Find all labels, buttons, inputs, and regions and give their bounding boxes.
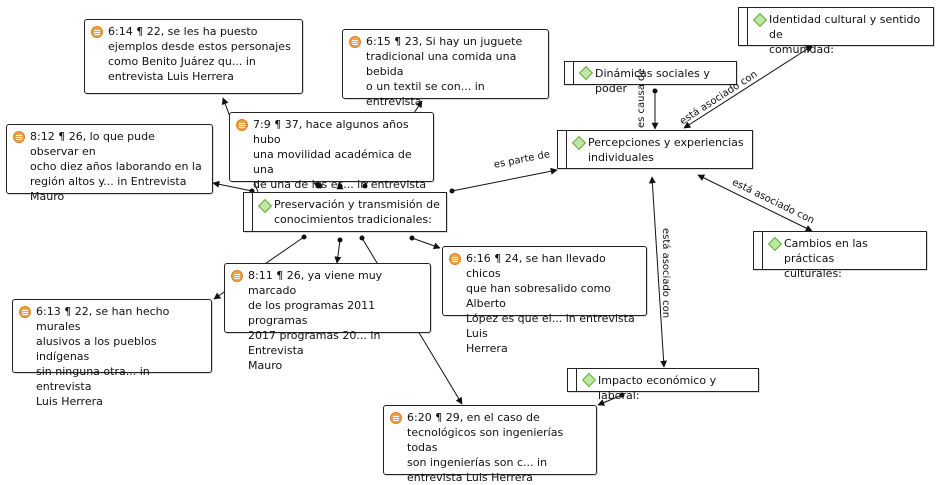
code-node-percepciones[interactable]: Percepciones y experiencias individuales — [557, 130, 753, 169]
link-dot — [449, 188, 455, 194]
code-bar — [762, 232, 763, 269]
code-node-impacto[interactable]: Impacto económico y laboral: — [567, 368, 759, 402]
code-bar — [566, 131, 567, 168]
quote-text: 8:11 ¶ 26, ya viene muy marcado de los p… — [248, 269, 383, 372]
link-preservacion-811 — [334, 239, 342, 264]
code-label: Percepciones y experiencias individuales — [588, 136, 744, 164]
code-bar — [576, 369, 577, 391]
code-label: Cambios en las prácticas culturales: — [784, 237, 868, 280]
link-preservacion-812 — [212, 180, 253, 192]
code-diamond-icon — [571, 135, 587, 151]
edge-label-es-causa-de: es causa de — [636, 68, 647, 128]
quote-node-620[interactable]: 6:20 ¶ 29, en el caso de tecnológicos so… — [383, 405, 597, 484]
link-dot — [362, 183, 368, 189]
code-bar — [747, 8, 748, 45]
quote-text: 6:13 ¶ 22, se han hecho murales alusivos… — [36, 305, 170, 408]
link-dot — [619, 392, 625, 398]
quote-text: 6:20 ¶ 29, en el caso de tecnológicos so… — [407, 411, 564, 484]
code-label: Identidad cultural y sentido de comunida… — [769, 13, 921, 56]
quotation-icon — [349, 36, 361, 48]
code-node-cambios[interactable]: Cambios en las prácticas culturales: — [753, 231, 927, 280]
code-label: Dinámicas sociales y poder — [595, 67, 710, 95]
code-diamond-icon — [767, 236, 783, 252]
code-diamond-icon — [752, 12, 768, 28]
link-dot — [409, 235, 415, 241]
quotation-icon — [236, 119, 248, 131]
quote-text: 6:14 ¶ 22, se les ha puesto ejemplos des… — [108, 25, 291, 83]
link-dot — [652, 88, 658, 94]
quotation-icon — [449, 253, 461, 265]
code-bar — [573, 62, 574, 84]
code-diamond-icon — [578, 65, 594, 81]
link-impacto-620 — [597, 394, 623, 406]
quote-node-613[interactable]: 6:13 ¶ 22, se han hecho murales alusivos… — [12, 299, 212, 408]
link-dot — [301, 234, 307, 240]
code-node-dinamicas[interactable]: Dinámicas sociales y poder — [564, 61, 737, 95]
quote-node-615[interactable]: 6:15 ¶ 23, Si hay un juguete tradicional… — [342, 29, 549, 123]
network-canvas — [212, 45, 813, 406]
quote-node-811[interactable]: 8:11 ¶ 26, ya viene muy marcado de los p… — [224, 263, 431, 372]
link-dot — [337, 237, 343, 243]
code-node-preservacion[interactable]: Preservación y transmisión de conocimien… — [243, 192, 447, 232]
quotation-icon — [91, 26, 103, 38]
code-diamond-icon — [581, 372, 597, 388]
quote-node-79[interactable]: 7:9 ¶ 37, hace algunos años hubo una mov… — [229, 112, 434, 206]
quote-text: 6:16 ¶ 24, se han llevado chicos que han… — [466, 252, 635, 355]
code-label: Impacto económico y laboral: — [598, 374, 717, 402]
code-node-identidad[interactable]: Identidad cultural y sentido de comunida… — [738, 7, 934, 56]
link-percepciones-identidad — [683, 45, 813, 129]
code-diamond-icon — [257, 198, 273, 214]
link-preservacion-616 — [411, 237, 441, 250]
code-bar — [252, 193, 253, 231]
quote-node-812[interactable]: 8:12 ¶ 26, lo que pude observar en ocho … — [6, 124, 213, 203]
link-dot — [337, 183, 343, 189]
quotation-icon — [13, 131, 25, 143]
edge-label-asociado-impacto: está asociado con — [660, 228, 671, 319]
quotation-icon — [390, 412, 402, 424]
link-dot — [359, 235, 365, 241]
link-preservacion-percepciones — [451, 167, 558, 192]
quote-text: 8:12 ¶ 26, lo que pude observar en ocho … — [30, 130, 202, 203]
quotation-icon — [231, 270, 243, 282]
quote-node-614[interactable]: 6:14 ¶ 22, se les ha puesto ejemplos des… — [84, 19, 303, 94]
quote-node-616[interactable]: 6:16 ¶ 24, se han llevado chicos que han… — [442, 246, 647, 355]
link-percepciones-impacto — [648, 176, 668, 368]
link-dot — [317, 183, 323, 189]
code-label: Preservación y transmisión de conocimien… — [274, 198, 440, 226]
quote-text: 6:15 ¶ 23, Si hay un juguete tradicional… — [366, 35, 523, 123]
quotation-icon — [19, 306, 31, 318]
link-percepciones-cambios — [697, 174, 813, 232]
